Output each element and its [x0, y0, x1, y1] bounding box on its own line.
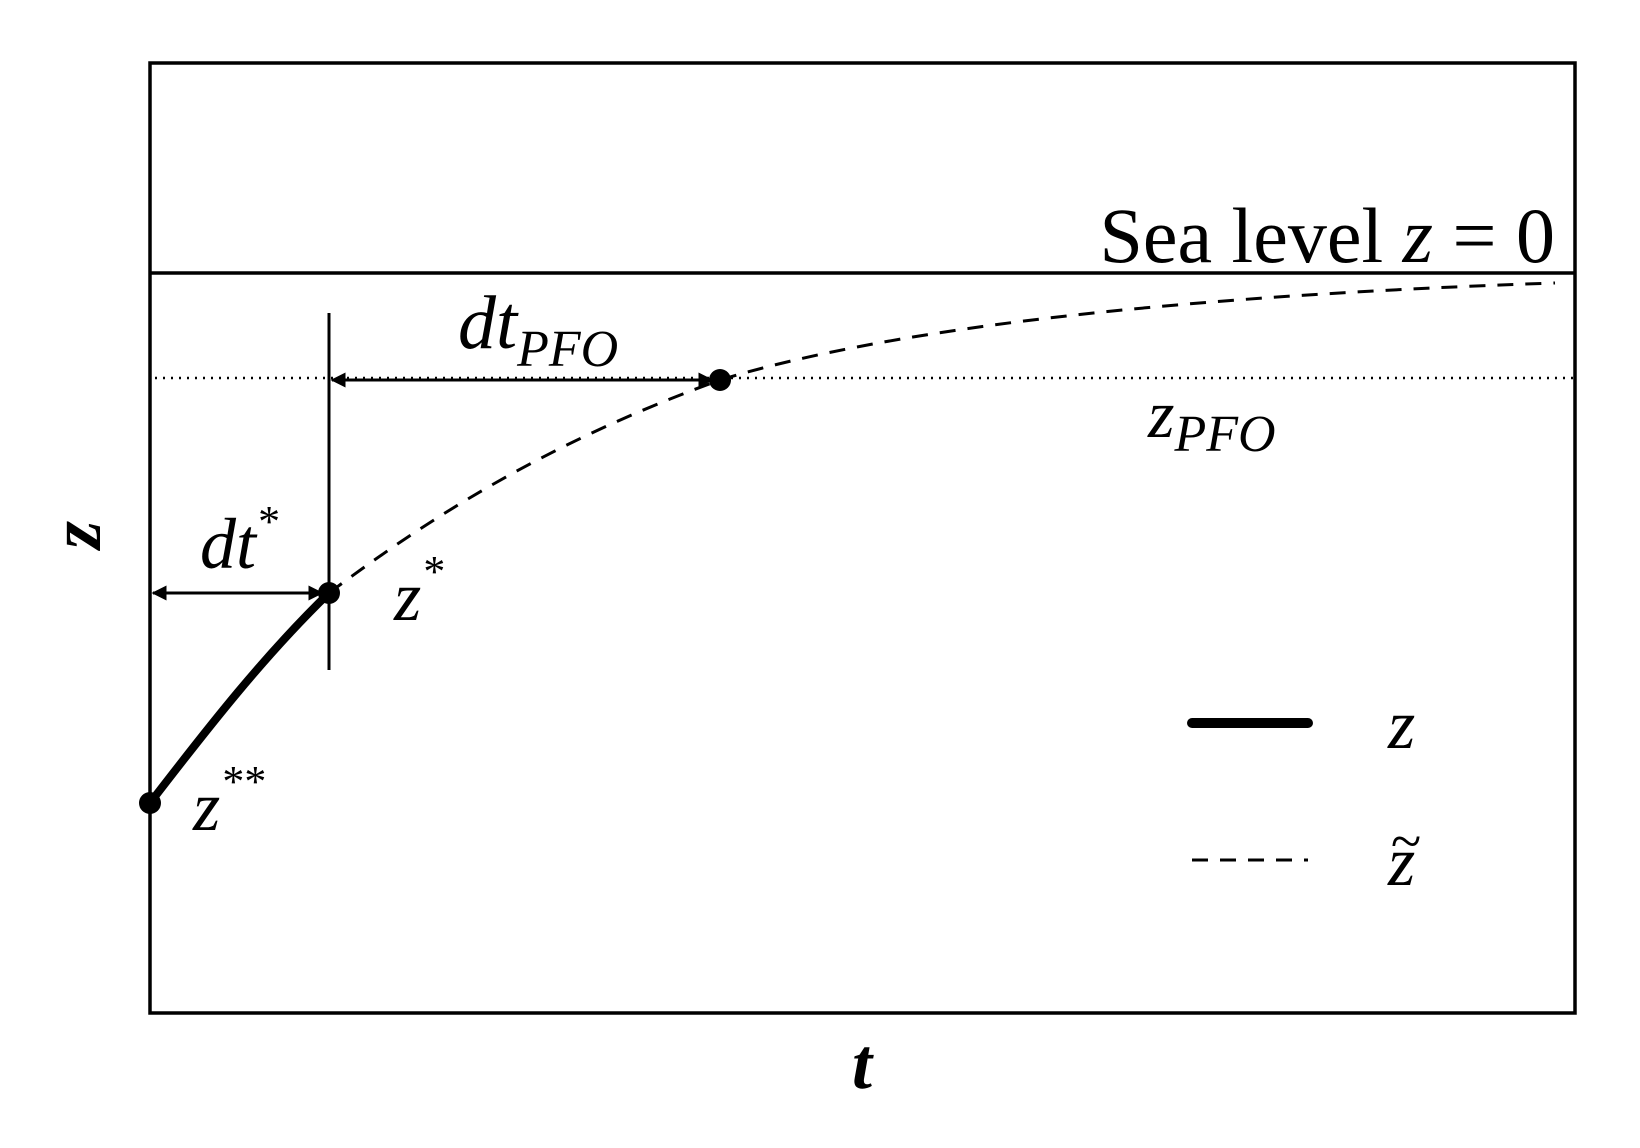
z-tilde-dashed-curve [328, 281, 1556, 595]
z-solid-curve [146, 589, 333, 807]
z-double-star-label: z** [192, 757, 264, 846]
x-axis-label: t [852, 1024, 874, 1104]
z-double-star-point [139, 792, 161, 814]
plot-frame [148, 61, 1577, 1015]
sea-level-label: Sea level z = 0 [1099, 192, 1555, 279]
z-star-label: z* [393, 547, 443, 636]
legend-dashed-label: z [1387, 824, 1415, 901]
legend-solid-label: z [1387, 687, 1415, 764]
z-star-point [318, 582, 340, 604]
z-pfo-point [709, 369, 731, 391]
legend-dashed-tilde: ~ [1391, 811, 1421, 873]
z-pfo-label: zPFO [1147, 376, 1276, 463]
dt-pfo-label: dtPFO [458, 281, 618, 378]
y-axis-label: z [36, 521, 116, 552]
dt-star-label: dt* [200, 497, 278, 584]
